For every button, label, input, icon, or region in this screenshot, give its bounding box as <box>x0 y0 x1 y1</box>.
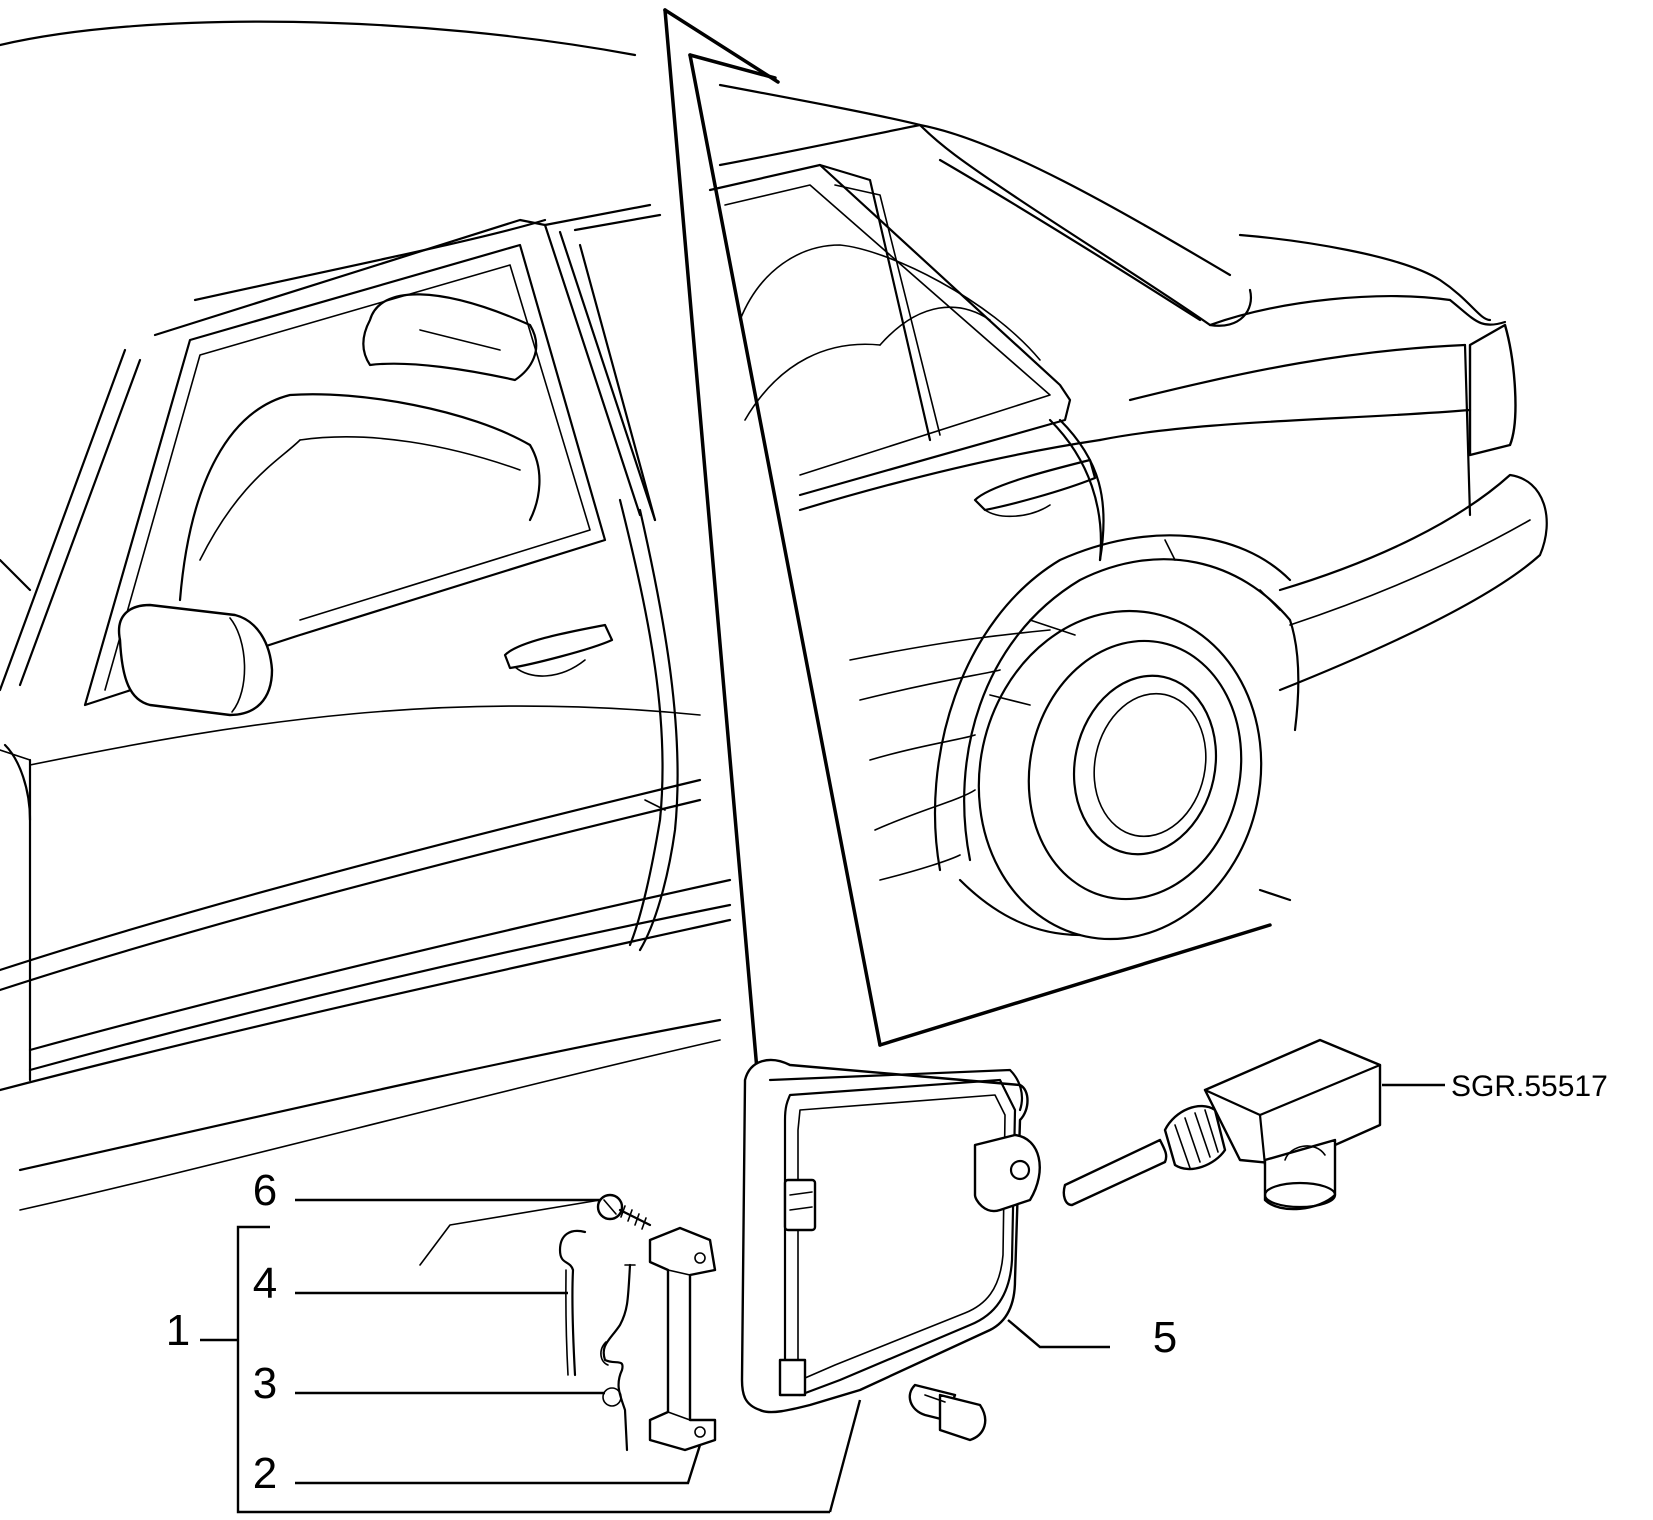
leader-lines <box>200 1083 1445 1514</box>
reference-code: SGR.55517 <box>1451 1070 1608 1103</box>
fuel-door-panel <box>740 1058 1041 1414</box>
spring-part <box>600 1263 636 1452</box>
callout-6: 6 <box>253 1166 277 1215</box>
callout-4: 4 <box>253 1259 277 1308</box>
callout-1: 1 <box>166 1306 190 1355</box>
car-right-view <box>708 83 1548 941</box>
callout-2: 2 <box>253 1449 277 1498</box>
rubber-stop <box>908 1383 987 1442</box>
callout-5: 5 <box>1153 1313 1177 1362</box>
cutaway-wedge <box>663 8 1272 1072</box>
screw-part <box>596 1193 652 1230</box>
callout-3: 3 <box>253 1359 277 1408</box>
rod-part <box>558 1229 587 1377</box>
car-left-view <box>0 20 732 1211</box>
lock-actuator <box>1062 1038 1382 1211</box>
bracket-part <box>648 1226 717 1452</box>
